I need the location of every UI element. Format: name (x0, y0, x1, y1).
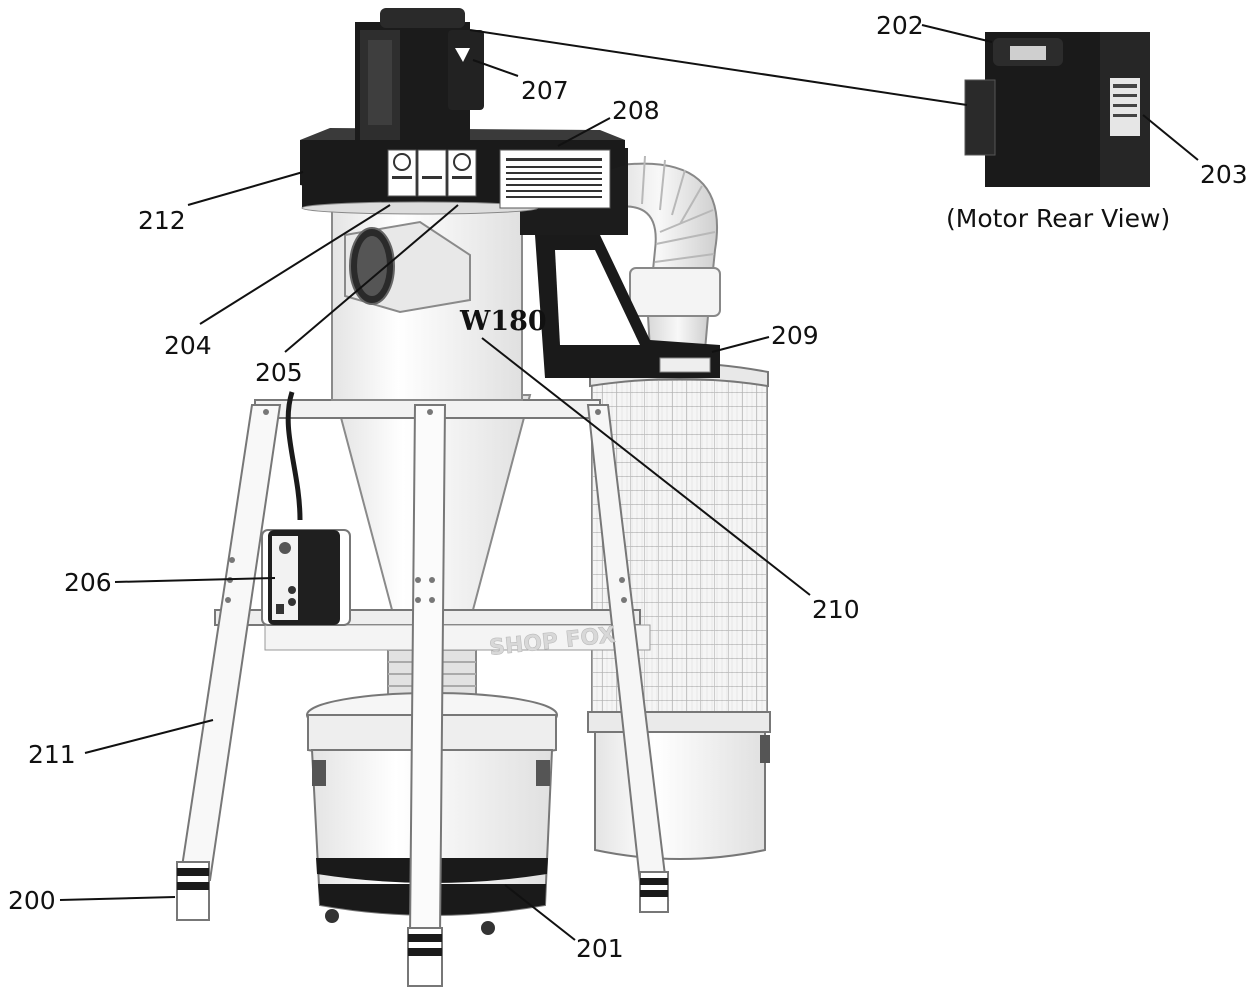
callout-205: 205 (255, 358, 303, 387)
callout-208: 208 (612, 96, 660, 125)
callout-206: 206 (64, 568, 112, 597)
callout-209: 209 (771, 321, 819, 350)
callout-212: 212 (138, 206, 186, 235)
dust-drum (306, 692, 558, 935)
callout-202: 202 (876, 11, 924, 40)
callout-207: 207 (521, 76, 569, 105)
callout-211: 211 (28, 740, 76, 769)
callout-204: 204 (164, 331, 212, 360)
callout-210: 210 (812, 595, 860, 624)
model-label: W180 (460, 306, 547, 337)
cyclone-body (331, 204, 523, 401)
stand: SHOP FOX (176, 399, 670, 987)
motor-rear-inset (964, 32, 1150, 187)
callout-201: 201 (576, 934, 624, 963)
callout-200: 200 (8, 886, 56, 915)
leader-lines (59, 24, 1199, 941)
remote-switch (261, 391, 351, 626)
callout-203: 203 (1200, 160, 1248, 189)
motor-rear-view-caption: (Motor Rear View) (946, 204, 1171, 233)
motor-assembly (300, 8, 625, 215)
